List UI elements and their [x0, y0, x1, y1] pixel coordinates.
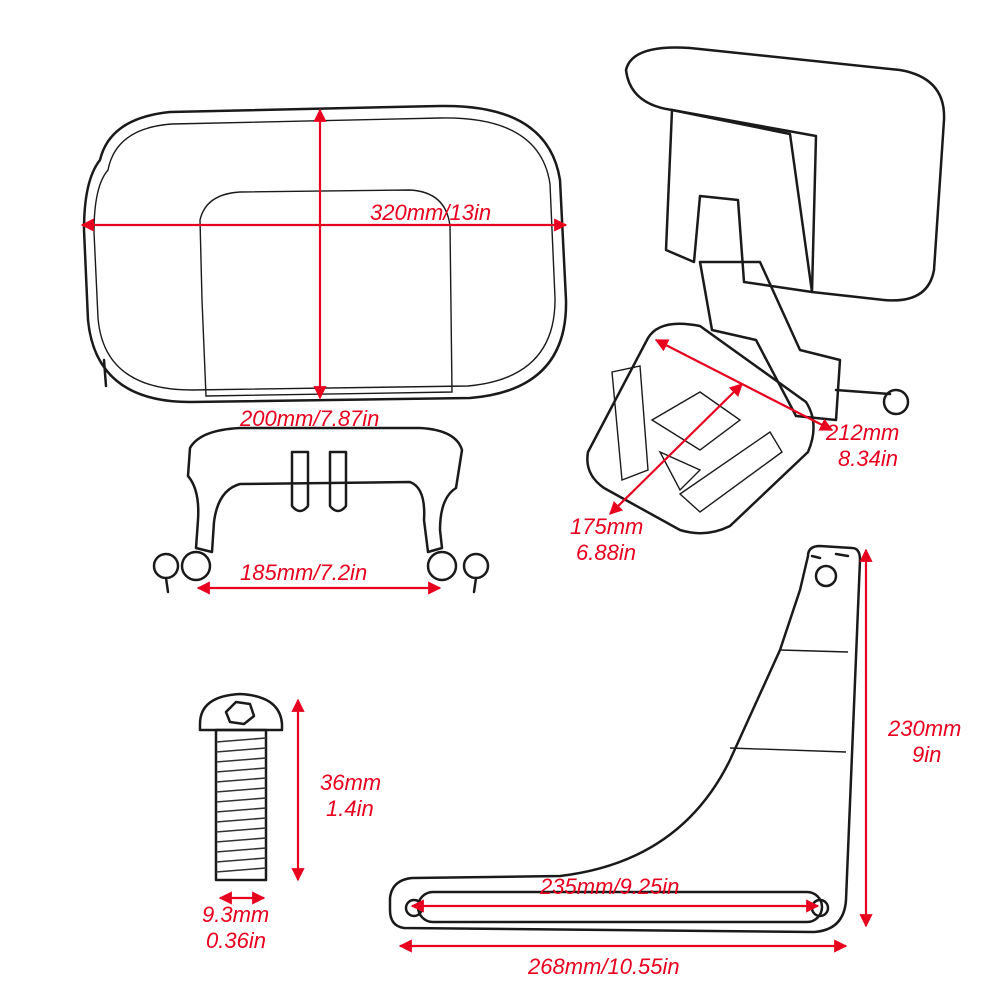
label-bolt-length-in: 1.4in [326, 796, 374, 821]
label-plate-height-mm: 230mm [887, 716, 961, 741]
label-plate-height-in: 9in [912, 742, 941, 767]
bolt-threads [215, 737, 267, 873]
dimension-lines [80, 108, 873, 953]
dim-line-luggage-width [609, 383, 743, 515]
label-plate-length: 268mm/10.55in [527, 954, 680, 979]
label-luggage-width-mm: 175mm [570, 514, 643, 539]
dimension-labels: 320mm/13in 200mm/7.87in 185mm/7.2in 212m… [202, 200, 961, 979]
label-bolt-diameter-in: 0.36in [206, 928, 266, 953]
label-backrest-width: 320mm/13in [370, 200, 491, 225]
label-bracket-span: 185mm/7.2in [240, 560, 367, 585]
bolt-icon [198, 692, 284, 882]
label-bolt-diameter-mm: 9.3mm [202, 902, 269, 927]
backrest-cushion-icon [82, 104, 568, 404]
label-luggage-length-mm: 212mm [825, 420, 899, 445]
label-plate-slot: 235mm/9.25in [539, 874, 679, 899]
backrest-bracket-icon [152, 426, 490, 594]
label-luggage-width-in: 6.88in [576, 540, 636, 565]
label-bolt-length-mm: 36mm [320, 770, 381, 795]
label-luggage-length-in: 8.34in [838, 446, 898, 471]
dim-line-luggage-length [654, 339, 834, 431]
label-backrest-height: 200mm/7.87in [239, 406, 379, 431]
